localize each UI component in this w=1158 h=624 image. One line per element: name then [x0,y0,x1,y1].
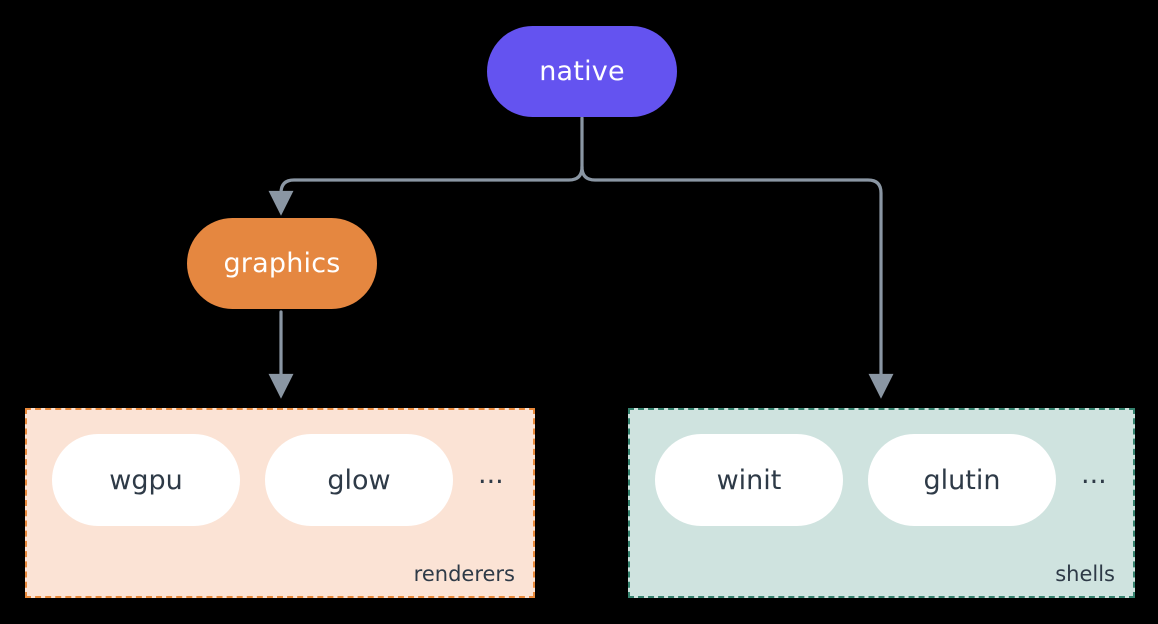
node-graphics[interactable]: graphics [187,218,377,309]
node-native[interactable]: native [487,26,677,117]
node-native-label: native [539,56,625,87]
node-graphics-label: graphics [223,248,341,279]
group-renderers: wgpu glow ... renderers [25,408,535,598]
group-shells: winit glutin ... shells [628,408,1135,598]
group-renderers-label: renderers [413,562,515,586]
group-renderers-items: wgpu glow ... [52,434,504,526]
group-shells-label: shells [1055,562,1115,586]
edge-native-to-graphics [268,165,584,216]
edge-native-to-shells [580,165,894,399]
list-item[interactable]: glutin [868,434,1056,526]
list-item[interactable]: winit [655,434,843,526]
group-shells-items: winit glutin ... [655,434,1107,526]
renderers-ellipsis: ... [478,458,504,490]
list-item[interactable]: wgpu [52,434,240,526]
list-item[interactable]: glow [265,434,453,526]
shells-ellipsis: ... [1081,458,1107,490]
